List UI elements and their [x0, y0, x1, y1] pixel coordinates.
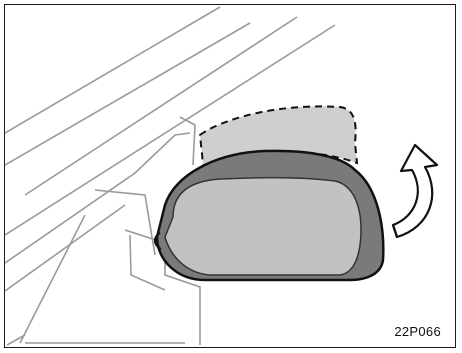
figure-code: 22P066 — [394, 324, 441, 339]
fold-arrow-icon — [393, 145, 437, 237]
side-mirror-icon — [155, 151, 383, 280]
figure-frame: 22P066 — [4, 4, 456, 348]
mirror-fold-diagram — [5, 5, 455, 347]
